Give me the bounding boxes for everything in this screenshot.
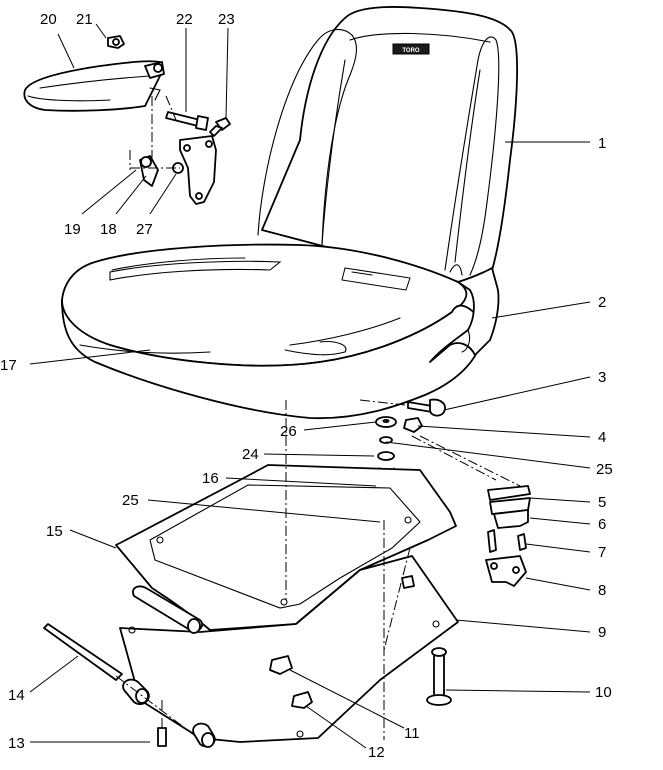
callout-4: 4 bbox=[598, 429, 606, 446]
callout-25b: 25 bbox=[122, 492, 139, 509]
callout-27: 27 bbox=[136, 221, 153, 238]
nut-21 bbox=[107, 35, 125, 49]
callout-26: 26 bbox=[280, 423, 297, 440]
seat-pan-plate bbox=[115, 400, 457, 631]
latch-hardware bbox=[359, 398, 531, 587]
hinge-parts bbox=[43, 575, 452, 748]
seat: TORO bbox=[61, 5, 518, 420]
callout-7: 7 bbox=[598, 544, 606, 561]
svg-text:TORO: TORO bbox=[402, 48, 420, 54]
callout-19: 19 bbox=[64, 221, 81, 238]
callout-15: 15 bbox=[46, 523, 63, 540]
callout-6: 6 bbox=[598, 516, 606, 533]
callout-3: 3 bbox=[598, 369, 606, 386]
callout-labels: 1 2 3 4 5 6 7 8 9 10 11 12 13 14 15 16 1… bbox=[0, 11, 613, 761]
callout-5: 5 bbox=[598, 494, 606, 511]
callout-9: 9 bbox=[598, 624, 606, 641]
callout-17: 17 bbox=[0, 357, 17, 374]
brand-badge: TORO bbox=[392, 43, 430, 55]
callout-20: 20 bbox=[40, 11, 57, 28]
callout-23: 23 bbox=[218, 11, 235, 28]
callout-13: 13 bbox=[8, 735, 25, 752]
callout-1: 1 bbox=[598, 135, 606, 152]
callout-11: 11 bbox=[404, 725, 420, 742]
callout-18: 18 bbox=[100, 221, 117, 238]
callout-2: 2 bbox=[598, 294, 606, 311]
callout-14: 14 bbox=[8, 687, 25, 704]
bolt-22 bbox=[165, 111, 209, 131]
callout-10: 10 bbox=[595, 684, 612, 701]
callout-16: 16 bbox=[202, 470, 219, 487]
callout-12: 12 bbox=[368, 744, 385, 761]
callout-24: 24 bbox=[242, 446, 259, 463]
screw-23 bbox=[209, 117, 231, 137]
callout-22: 22 bbox=[176, 11, 193, 28]
callout-25a: 25 bbox=[596, 461, 613, 478]
armrest-group bbox=[23, 35, 231, 205]
callout-21: 21 bbox=[76, 11, 93, 28]
callout-8: 8 bbox=[598, 582, 606, 599]
leader-lines bbox=[29, 23, 591, 749]
